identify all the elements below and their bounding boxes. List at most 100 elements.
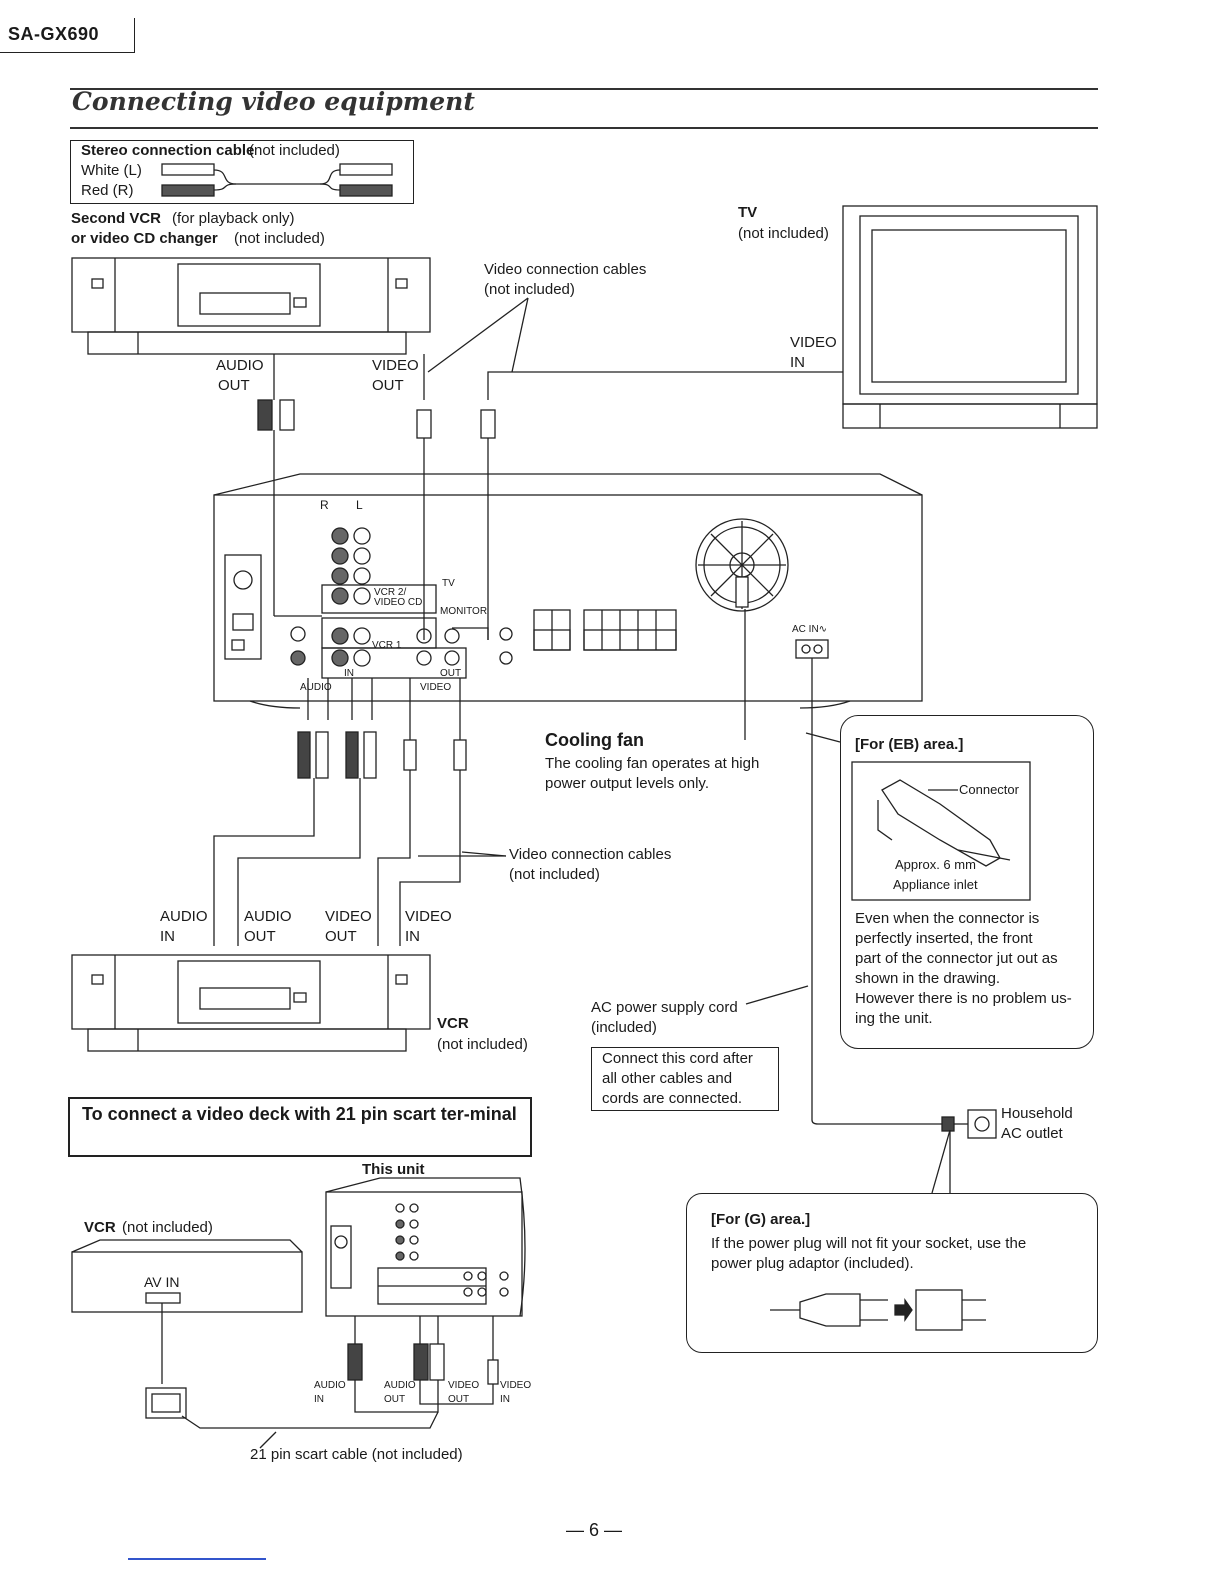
g-text-2: power plug adaptor (included). — [711, 1255, 914, 1272]
vcr-video-in-1: VIDEO — [405, 908, 452, 925]
eb-text-4: shown in the drawing. — [855, 970, 1001, 987]
page-number: — 6 — — [566, 1520, 623, 1540]
panel-ac-in: AC IN∿ — [792, 624, 828, 635]
scart-video-out-1: VIDEO — [448, 1380, 480, 1391]
video-cd-note: (not included) — [234, 230, 325, 247]
vcr-audio-in-2: IN — [160, 928, 175, 945]
eb-text-2: perfectly inserted, the front — [855, 930, 1033, 947]
eb-connector-label: Connector — [959, 782, 1019, 797]
cooling-fan-text-1: The cooling fan operates at high — [545, 755, 760, 772]
vcr-audio-in-1: AUDIO — [160, 908, 208, 925]
tv-video-in-2: IN — [790, 354, 805, 371]
g-heading: [For (G) area.] — [711, 1211, 811, 1228]
g-area-box: [For (G) area.] If the power plug will n… — [686, 1193, 1098, 1353]
panel-vcr2-2: VIDEO CD — [374, 597, 423, 608]
panel-video: VIDEO — [420, 682, 452, 693]
tv-label: TV — [738, 204, 758, 221]
vcr-video-out-2: OUT — [325, 928, 357, 945]
video-cables-mid-1: Video connection cables — [509, 846, 672, 863]
scart-heading: To connect a video deck with 21 pin scar… — [82, 1104, 517, 1124]
scart-av-in: AV IN — [144, 1274, 180, 1290]
eb-text-6: ing the unit. — [855, 1010, 933, 1027]
second-vcr-title: Second VCR — [71, 210, 162, 227]
eb-text-5: However there is no problem us- — [855, 990, 1072, 1007]
cord-note-2: all other cables and — [602, 1070, 733, 1087]
video-cables-top-2: (not included) — [484, 281, 575, 298]
model-tab: SA-GX690 — [0, 18, 135, 53]
legend-heading: Stereo connection cable — [81, 142, 255, 159]
vcr-drawing — [71, 954, 431, 1052]
vcr-audio-out-2: OUT — [244, 928, 276, 945]
receiver-drawing — [213, 473, 923, 740]
vcr-video-out-1: VIDEO — [325, 908, 372, 925]
cables-middle — [213, 678, 507, 946]
panel-r: R — [320, 498, 329, 512]
ac-cord-2: (included) — [591, 1019, 657, 1036]
second-vcr-audio-out-1: AUDIO — [216, 357, 264, 374]
panel-out: OUT — [440, 668, 462, 679]
video-cables-mid-2: (not included) — [509, 866, 600, 883]
cooling-fan-heading: Cooling fan — [545, 730, 644, 750]
outlet-label-1: Household — [1001, 1105, 1073, 1122]
model-number: SA-GX690 — [8, 24, 100, 44]
footer-link-line — [128, 1558, 266, 1560]
g-text-1: If the power plug will not fit your sock… — [711, 1235, 1027, 1252]
scart-audio-out-1: AUDIO — [384, 1380, 416, 1391]
panel-vcr2-1: VCR 2/ — [374, 587, 407, 598]
plug-adaptor-drawing — [770, 1289, 986, 1331]
cord-note-3: cords are connected. — [602, 1090, 743, 1107]
second-vcr-note: (for playback only) — [172, 210, 295, 227]
second-vcr-drawing — [71, 257, 431, 355]
top-rule — [70, 88, 1098, 90]
scart-video-out-2: OUT — [448, 1394, 470, 1405]
scart-this-unit: This unit — [362, 1161, 425, 1178]
eb-area-box: [For (EB) area.] Connector Approx. 6 mm … — [840, 715, 1094, 1049]
title-underline — [70, 127, 1098, 129]
scart-vcr-drawing — [71, 1239, 303, 1449]
scart-audio-out-2: OUT — [384, 1394, 406, 1405]
tv-video-in-1: VIDEO — [790, 334, 837, 351]
panel-in: IN — [344, 668, 354, 679]
cooling-fan-text-2: power output levels only. — [545, 775, 709, 792]
scart-unit-drawing — [181, 1177, 526, 1429]
legend-heading-note: (not included) — [249, 142, 340, 159]
scart-video-in-1: VIDEO — [500, 1380, 532, 1391]
panel-vcr1: VCR 1 — [372, 640, 402, 651]
panel-audio: AUDIO — [300, 682, 332, 693]
scart-vcr-note: (not included) — [122, 1219, 213, 1236]
vcr-video-in-2: IN — [405, 928, 420, 945]
vcr-note: (not included) — [437, 1036, 528, 1053]
tv-drawing — [842, 205, 1098, 429]
stereo-cable-icon — [161, 163, 393, 197]
eb-approx-label: Approx. 6 mm — [895, 857, 976, 872]
cord-note-1: Connect this cord after — [602, 1050, 753, 1067]
cord-note-box: Connect this cord after all other cables… — [591, 1047, 779, 1111]
second-vcr-video-out-2: OUT — [372, 377, 404, 394]
scart-vcr-label: VCR — [84, 1219, 116, 1236]
eb-text-3: part of the connector jut out as — [855, 950, 1058, 967]
scart-audio-in-2: IN — [314, 1394, 324, 1405]
scart-video-in-2: IN — [500, 1394, 510, 1405]
legend-white: White (L) — [81, 162, 142, 179]
scart-cable-label: 21 pin scart cable (not included) — [250, 1446, 463, 1463]
second-vcr-audio-out-2: OUT — [218, 377, 250, 394]
power-cord — [745, 728, 997, 1194]
second-vcr-video-out-1: VIDEO — [372, 357, 419, 374]
eb-connector-drawing — [851, 761, 1031, 901]
tv-note: (not included) — [738, 225, 829, 242]
panel-l: L — [356, 498, 363, 512]
ac-cord-1: AC power supply cord — [591, 999, 738, 1016]
panel-monitor: MONITOR — [440, 606, 488, 617]
stereo-cable-legend: Stereo connection cable (not included) W… — [70, 140, 414, 204]
vcr-label: VCR — [437, 1015, 469, 1032]
video-cables-top-1: Video connection cables — [484, 261, 647, 278]
eb-text-1: Even when the connector is — [855, 910, 1040, 927]
outlet-label-2: AC outlet — [1001, 1125, 1063, 1142]
page-title: Connecting video equipment — [72, 87, 475, 116]
eb-inlet-label: Appliance inlet — [893, 877, 978, 892]
eb-heading: [For (EB) area.] — [855, 736, 964, 753]
vcr-audio-out-1: AUDIO — [244, 908, 292, 925]
video-cd-title: or video CD changer — [71, 230, 218, 247]
cables-top — [257, 297, 843, 640]
panel-tv: TV — [442, 578, 455, 589]
